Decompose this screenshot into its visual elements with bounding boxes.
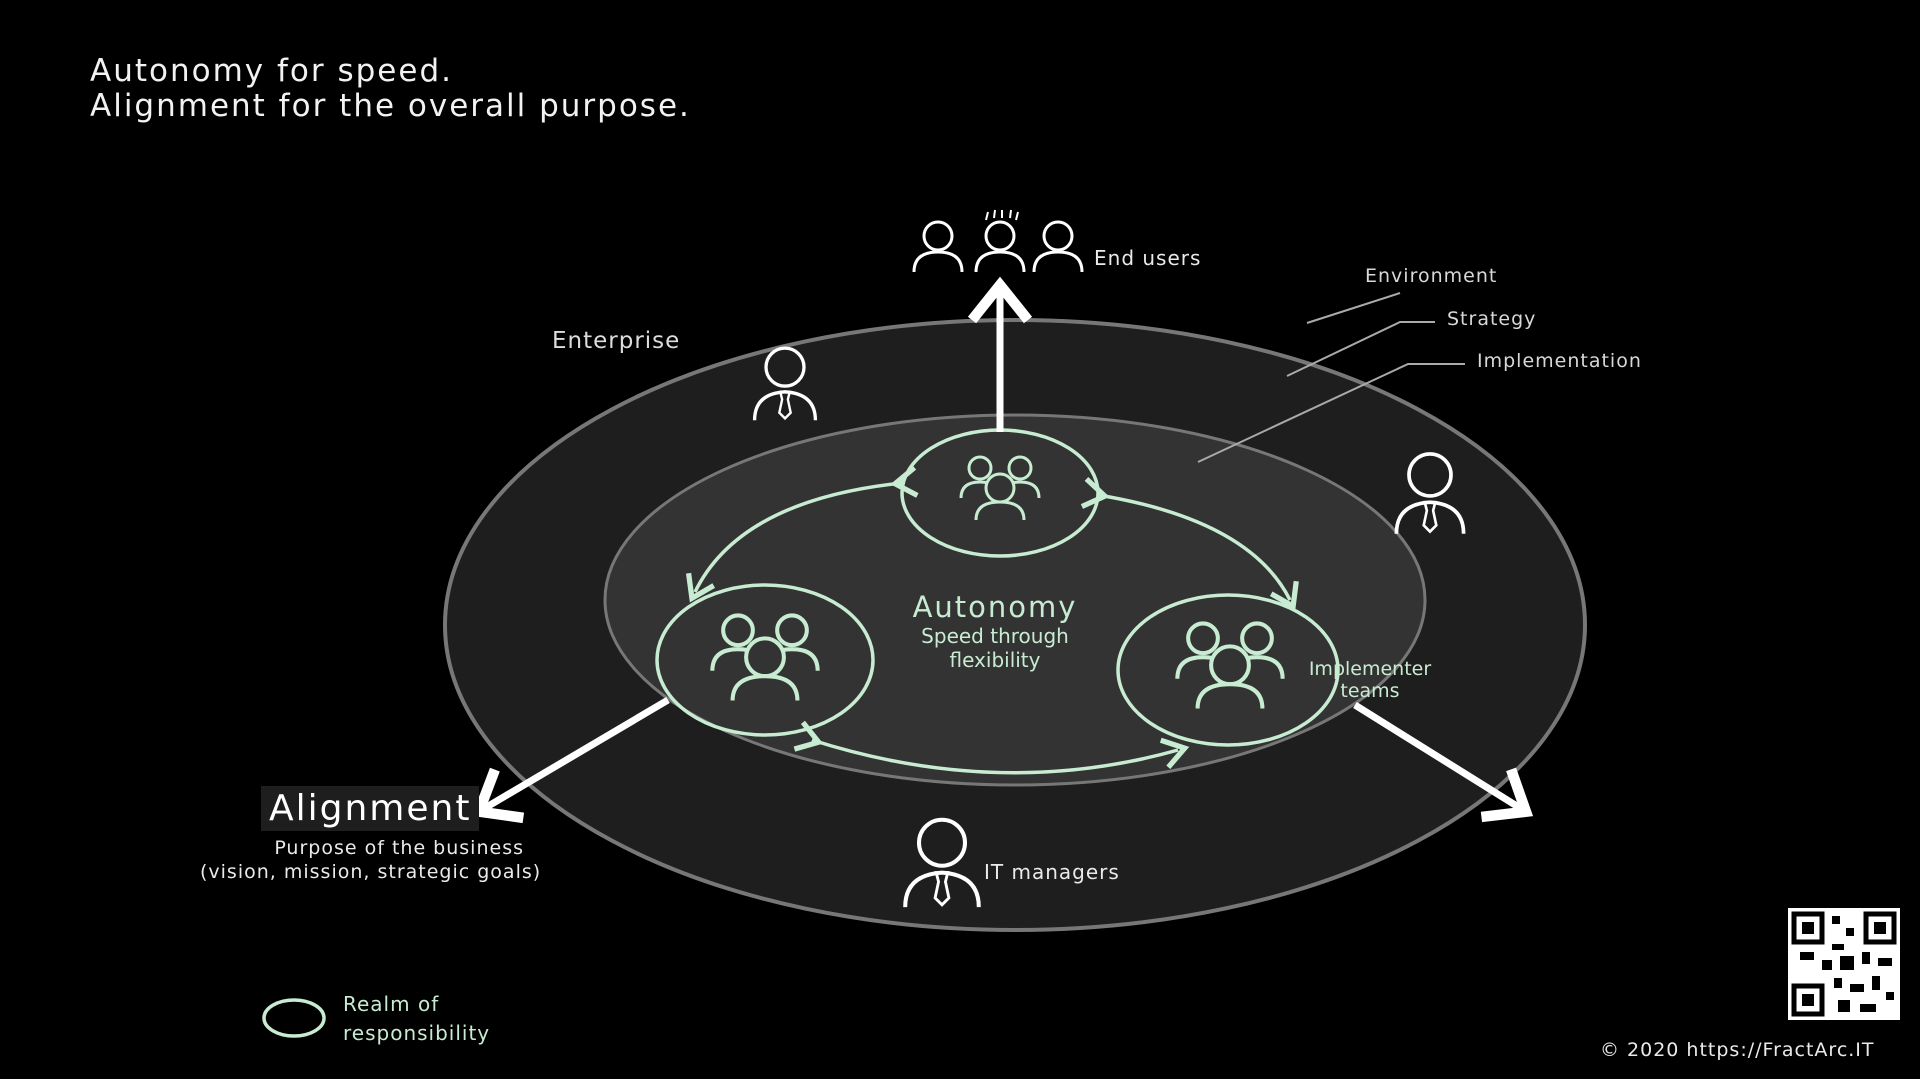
alignment-label: Alignment [261, 786, 480, 831]
legend-label: Realm of responsibility [343, 990, 490, 1048]
implementation-leader [1197, 363, 1465, 463]
strategy-label: Strategy [1447, 308, 1537, 330]
alignment-sub-2: (vision, mission, strategic goals) [200, 861, 542, 883]
alignment-sub-1: Purpose of the business [274, 837, 524, 859]
person-icon-user-1 [912, 220, 964, 274]
autonomy-label: Autonomy [912, 590, 1078, 624]
legend-label-1: Realm of [343, 992, 440, 1016]
title-line-2: Alignment for the overall purpose. [90, 88, 691, 124]
arrow-bottom [793, 720, 1190, 775]
arrow-top-right [1080, 476, 1299, 611]
legend-realm-icon [262, 998, 326, 1038]
end-users-label: End users [1094, 246, 1202, 270]
enterprise-label: Enterprise [552, 328, 681, 354]
autonomy-block: Autonomy Speed through flexibility [860, 590, 1130, 672]
autonomy-sub-2: flexibility [949, 648, 1041, 672]
hair-icon [985, 209, 1019, 221]
alignment-sub: Purpose of the business (vision, mission… [200, 836, 542, 884]
person-icon-user-2 [974, 220, 1026, 274]
legend-label-2: responsibility [343, 1021, 491, 1045]
copyright-link[interactable]: © 2020 https://FractArc.IT [1600, 1039, 1875, 1061]
qr-code-icon [1788, 908, 1900, 1020]
environment-label: Environment [1365, 265, 1498, 287]
implementer-block: Implementer teams [1290, 658, 1450, 702]
implementer-label-2: teams [1340, 680, 1400, 702]
environment-leader [1306, 292, 1401, 324]
page-title: Autonomy for speed. Alignment for the ov… [90, 54, 691, 124]
arrow-alignment [471, 696, 670, 824]
it-managers-label: IT managers [984, 860, 1120, 884]
arrow-top-left [685, 465, 919, 603]
arrow-lower-right [1353, 702, 1534, 823]
person-icon-user-3 [1032, 220, 1084, 274]
implementer-label-1: Implementer [1308, 658, 1432, 680]
strategy-leader [1286, 321, 1435, 377]
autonomy-sub-1: Speed through [921, 624, 1069, 648]
title-line-1: Autonomy for speed. [90, 53, 453, 89]
implementation-label: Implementation [1477, 350, 1642, 372]
